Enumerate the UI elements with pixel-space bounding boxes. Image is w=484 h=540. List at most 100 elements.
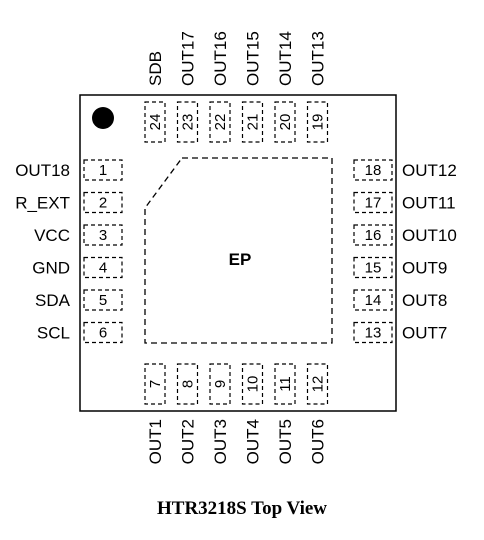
pin-pad: [353, 256, 393, 279]
pin-6: 6 SCL: [37, 321, 123, 344]
pin-17: 17 OUT11: [353, 191, 456, 214]
pin-pad: [176, 101, 199, 143]
pin-name: R_EXT: [15, 194, 70, 213]
pin-name: SCL: [37, 324, 70, 343]
pin-23: 23 OUT17: [176, 31, 199, 143]
pin-name: OUT3: [211, 419, 230, 464]
pin-20: 20 OUT14: [274, 31, 296, 143]
pin-5: 5 SDA: [35, 289, 123, 311]
pin-18: 18 OUT12: [353, 159, 457, 181]
pin-name: OUT4: [244, 419, 263, 464]
pin-name: OUT10: [402, 226, 457, 245]
pin-1: 1 OUT18: [15, 159, 123, 181]
pin-name: OUT18: [15, 161, 70, 180]
pin-number: 5: [99, 292, 107, 309]
package-body: [79, 94, 397, 412]
pin-pad: [353, 224, 393, 246]
pin-number: 13: [365, 325, 382, 342]
pin-name: OUT14: [276, 31, 295, 86]
pin-4: 4 GND: [32, 256, 123, 279]
pin-number: 11: [277, 376, 294, 392]
pin-name: SDB: [146, 51, 165, 86]
pin-pad: [353, 191, 393, 214]
pin-pad: [274, 101, 296, 143]
diagram-caption: HTR3218S Top View: [157, 498, 327, 519]
pin-13: 13 OUT7: [353, 321, 447, 344]
pin-pad: [83, 256, 123, 279]
pin-pad: [83, 289, 123, 311]
pin-name: OUT2: [179, 419, 198, 464]
pin-name: OUT12: [402, 161, 457, 180]
pin-number: 9: [212, 380, 229, 388]
pin-name: OUT5: [276, 419, 295, 464]
pin-number: 4: [99, 260, 107, 277]
pin-pad: [353, 321, 393, 344]
pin-number: 7: [147, 380, 164, 388]
pin-22: 22 OUT16: [209, 31, 231, 143]
pins-layer: 1OUT182R_EXT3VCC4GND5SDA6SCL7OUT18OUT29O…: [15, 31, 457, 464]
pin-number: 10: [245, 376, 262, 393]
pin-name: OUT6: [309, 419, 328, 464]
pin-number: 12: [310, 376, 327, 393]
pin-name: OUT13: [309, 31, 328, 86]
pin-pad: [209, 363, 231, 405]
pin-pad: [306, 101, 329, 143]
pin-number: 8: [180, 380, 197, 388]
pin-24: 24 SDB: [144, 51, 166, 143]
pin-number: 2: [99, 195, 107, 212]
pin-number: 15: [365, 260, 382, 277]
pin-number: 1: [99, 162, 107, 179]
pin-name: OUT8: [402, 291, 447, 310]
pin-number: 19: [310, 114, 327, 131]
pin-name: OUT17: [179, 31, 198, 86]
pin-number: 18: [365, 162, 382, 179]
pin-number: 22: [212, 114, 229, 131]
pin-15: 15 OUT9: [353, 256, 447, 279]
pin-name: OUT15: [244, 31, 263, 86]
pin1-marker-dot: [92, 107, 114, 129]
pin-name: OUT9: [402, 259, 447, 278]
pin-pad: [83, 191, 123, 214]
pin-number: 16: [365, 227, 382, 244]
pin-19: 19 OUT13: [306, 31, 329, 143]
pin-name: OUT1: [146, 419, 165, 464]
pin-pad: [144, 363, 166, 405]
pin-number: 3: [99, 227, 107, 244]
pin-name: SDA: [35, 291, 71, 310]
pin-number: 17: [365, 195, 382, 212]
pin-name: OUT7: [402, 324, 447, 343]
pin-name: OUT11: [402, 194, 456, 213]
pin-pad: [353, 159, 393, 181]
pin-name: GND: [32, 259, 70, 278]
pin-14: 14 OUT8: [353, 289, 447, 311]
pin-pad: [241, 101, 264, 143]
pin-pad: [209, 101, 231, 143]
pin-number: 20: [277, 114, 294, 131]
pin-number: 14: [365, 292, 382, 309]
pin-number: 6: [99, 325, 107, 342]
pin-pad: [274, 363, 296, 405]
pin-number: 21: [245, 114, 262, 131]
exposed-pad-label: EP: [229, 250, 252, 269]
pin-pad: [83, 159, 123, 181]
pin-pad: [83, 224, 123, 246]
pin-name: OUT16: [211, 31, 230, 86]
pin-pad: [241, 363, 264, 405]
pin-number: 23: [180, 114, 197, 131]
pin-pad: [144, 101, 166, 143]
pin-pad: [176, 363, 199, 405]
pin-21: 21 OUT15: [241, 31, 264, 143]
pin-16: 16 OUT10: [353, 224, 457, 246]
pin-pad: [306, 363, 329, 405]
pin-2: 2 R_EXT: [15, 191, 123, 214]
pin-pad: [83, 321, 123, 344]
pin-number: 24: [147, 114, 164, 131]
exposed-pad: [144, 157, 333, 344]
